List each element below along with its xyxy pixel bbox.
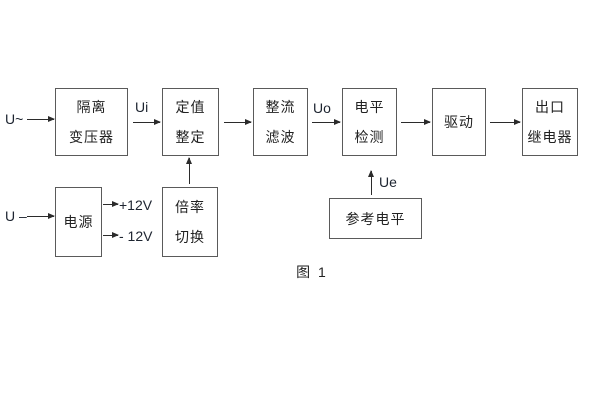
block-label: 检测 (354, 129, 385, 145)
block-label: 出口 (535, 99, 565, 115)
block-label: 滤波 (265, 129, 296, 145)
block-power-supply: 电源 (55, 187, 102, 257)
block-reference-level: 参考电平 (329, 198, 422, 239)
label-minus-12v: - 12V (119, 228, 153, 244)
block-label: 电源 (63, 214, 94, 230)
arrow-drive-to-relay (490, 119, 521, 125)
block-rectify-filter: 整流 滤波 (253, 88, 308, 156)
arrow-ac-input (27, 116, 55, 122)
label-ac-input: U~ (5, 111, 24, 127)
arrow-ratio-to-setting (185, 157, 192, 184)
block-drive: 驱动 (432, 88, 486, 156)
arrow-uo (312, 119, 341, 125)
arrow-detect-to-drive (401, 119, 431, 125)
arrow-ue (367, 170, 374, 195)
arrow-minus-12v (103, 232, 119, 238)
block-isolation-transformer: 隔离 变压器 (55, 88, 128, 156)
block-label: 参考电平 (345, 210, 406, 227)
block-ratio-switch: 倍率 切换 (162, 187, 218, 257)
block-level-detect: 电平 检测 (342, 88, 397, 156)
label-ui: Ui (135, 99, 149, 115)
block-label: 隔离 (76, 99, 107, 115)
figure-caption: 图 1 (296, 264, 328, 280)
block-label: 整流 (265, 99, 296, 115)
arrow-ui (133, 119, 161, 125)
block-label: 驱动 (444, 114, 474, 130)
label-dc-input: U – (5, 208, 27, 224)
block-label: 电平 (354, 99, 385, 115)
block-label: 切换 (175, 229, 205, 245)
block-label: 整定 (175, 129, 206, 145)
block-label: 倍率 (175, 199, 205, 215)
arrow-plus-12v (103, 201, 119, 207)
label-ue: Ue (379, 174, 397, 190)
block-label: 变压器 (69, 129, 114, 145)
arrow-setting-to-rectify (224, 119, 252, 125)
label-uo: Uo (313, 100, 331, 116)
label-plus-12v: +12V (119, 197, 153, 213)
arrow-dc-input (27, 213, 55, 219)
block-setting-adjust: 定值 整定 (162, 88, 219, 156)
block-label: 继电器 (527, 129, 573, 145)
block-label: 定值 (175, 99, 206, 115)
block-output-relay: 出口 继电器 (522, 88, 578, 156)
